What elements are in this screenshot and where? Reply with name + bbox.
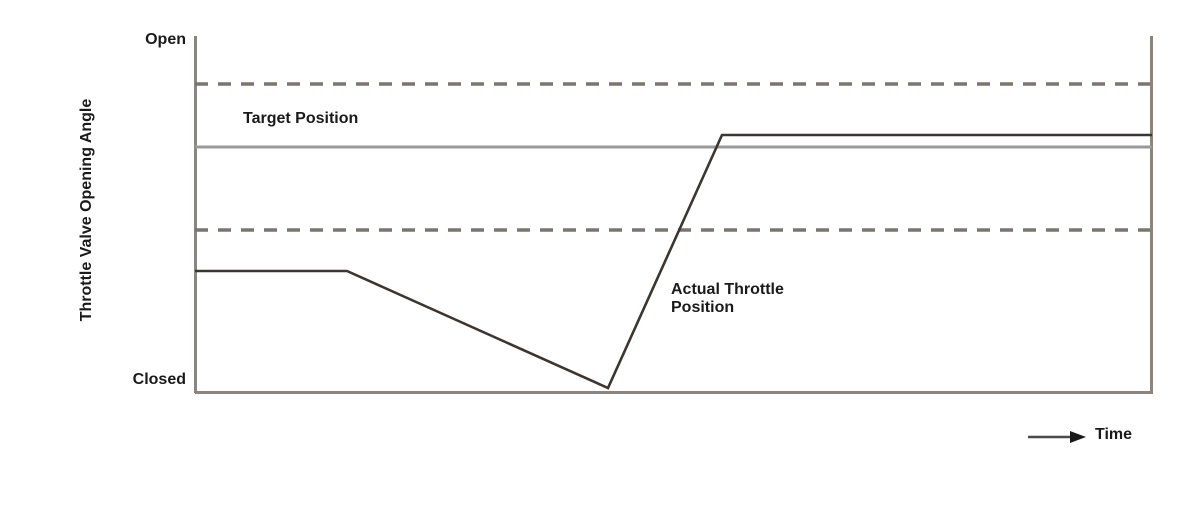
y-tick-label-open: Open — [145, 31, 186, 48]
actual-throttle-annotation-line1: Actual Throttle — [671, 281, 784, 298]
y-axis-title: Throttle Valve Opening Angle — [78, 98, 95, 322]
arrow-right-icon — [1028, 431, 1086, 443]
y-tick-label-closed: Closed — [132, 371, 186, 388]
target-position-annotation: Target Position — [243, 110, 359, 127]
actual-throttle-annotation-line2: Position — [671, 298, 735, 316]
actual-throttle-position-line — [195, 133, 1152, 390]
x-axis-title-time: Time — [1095, 426, 1133, 443]
